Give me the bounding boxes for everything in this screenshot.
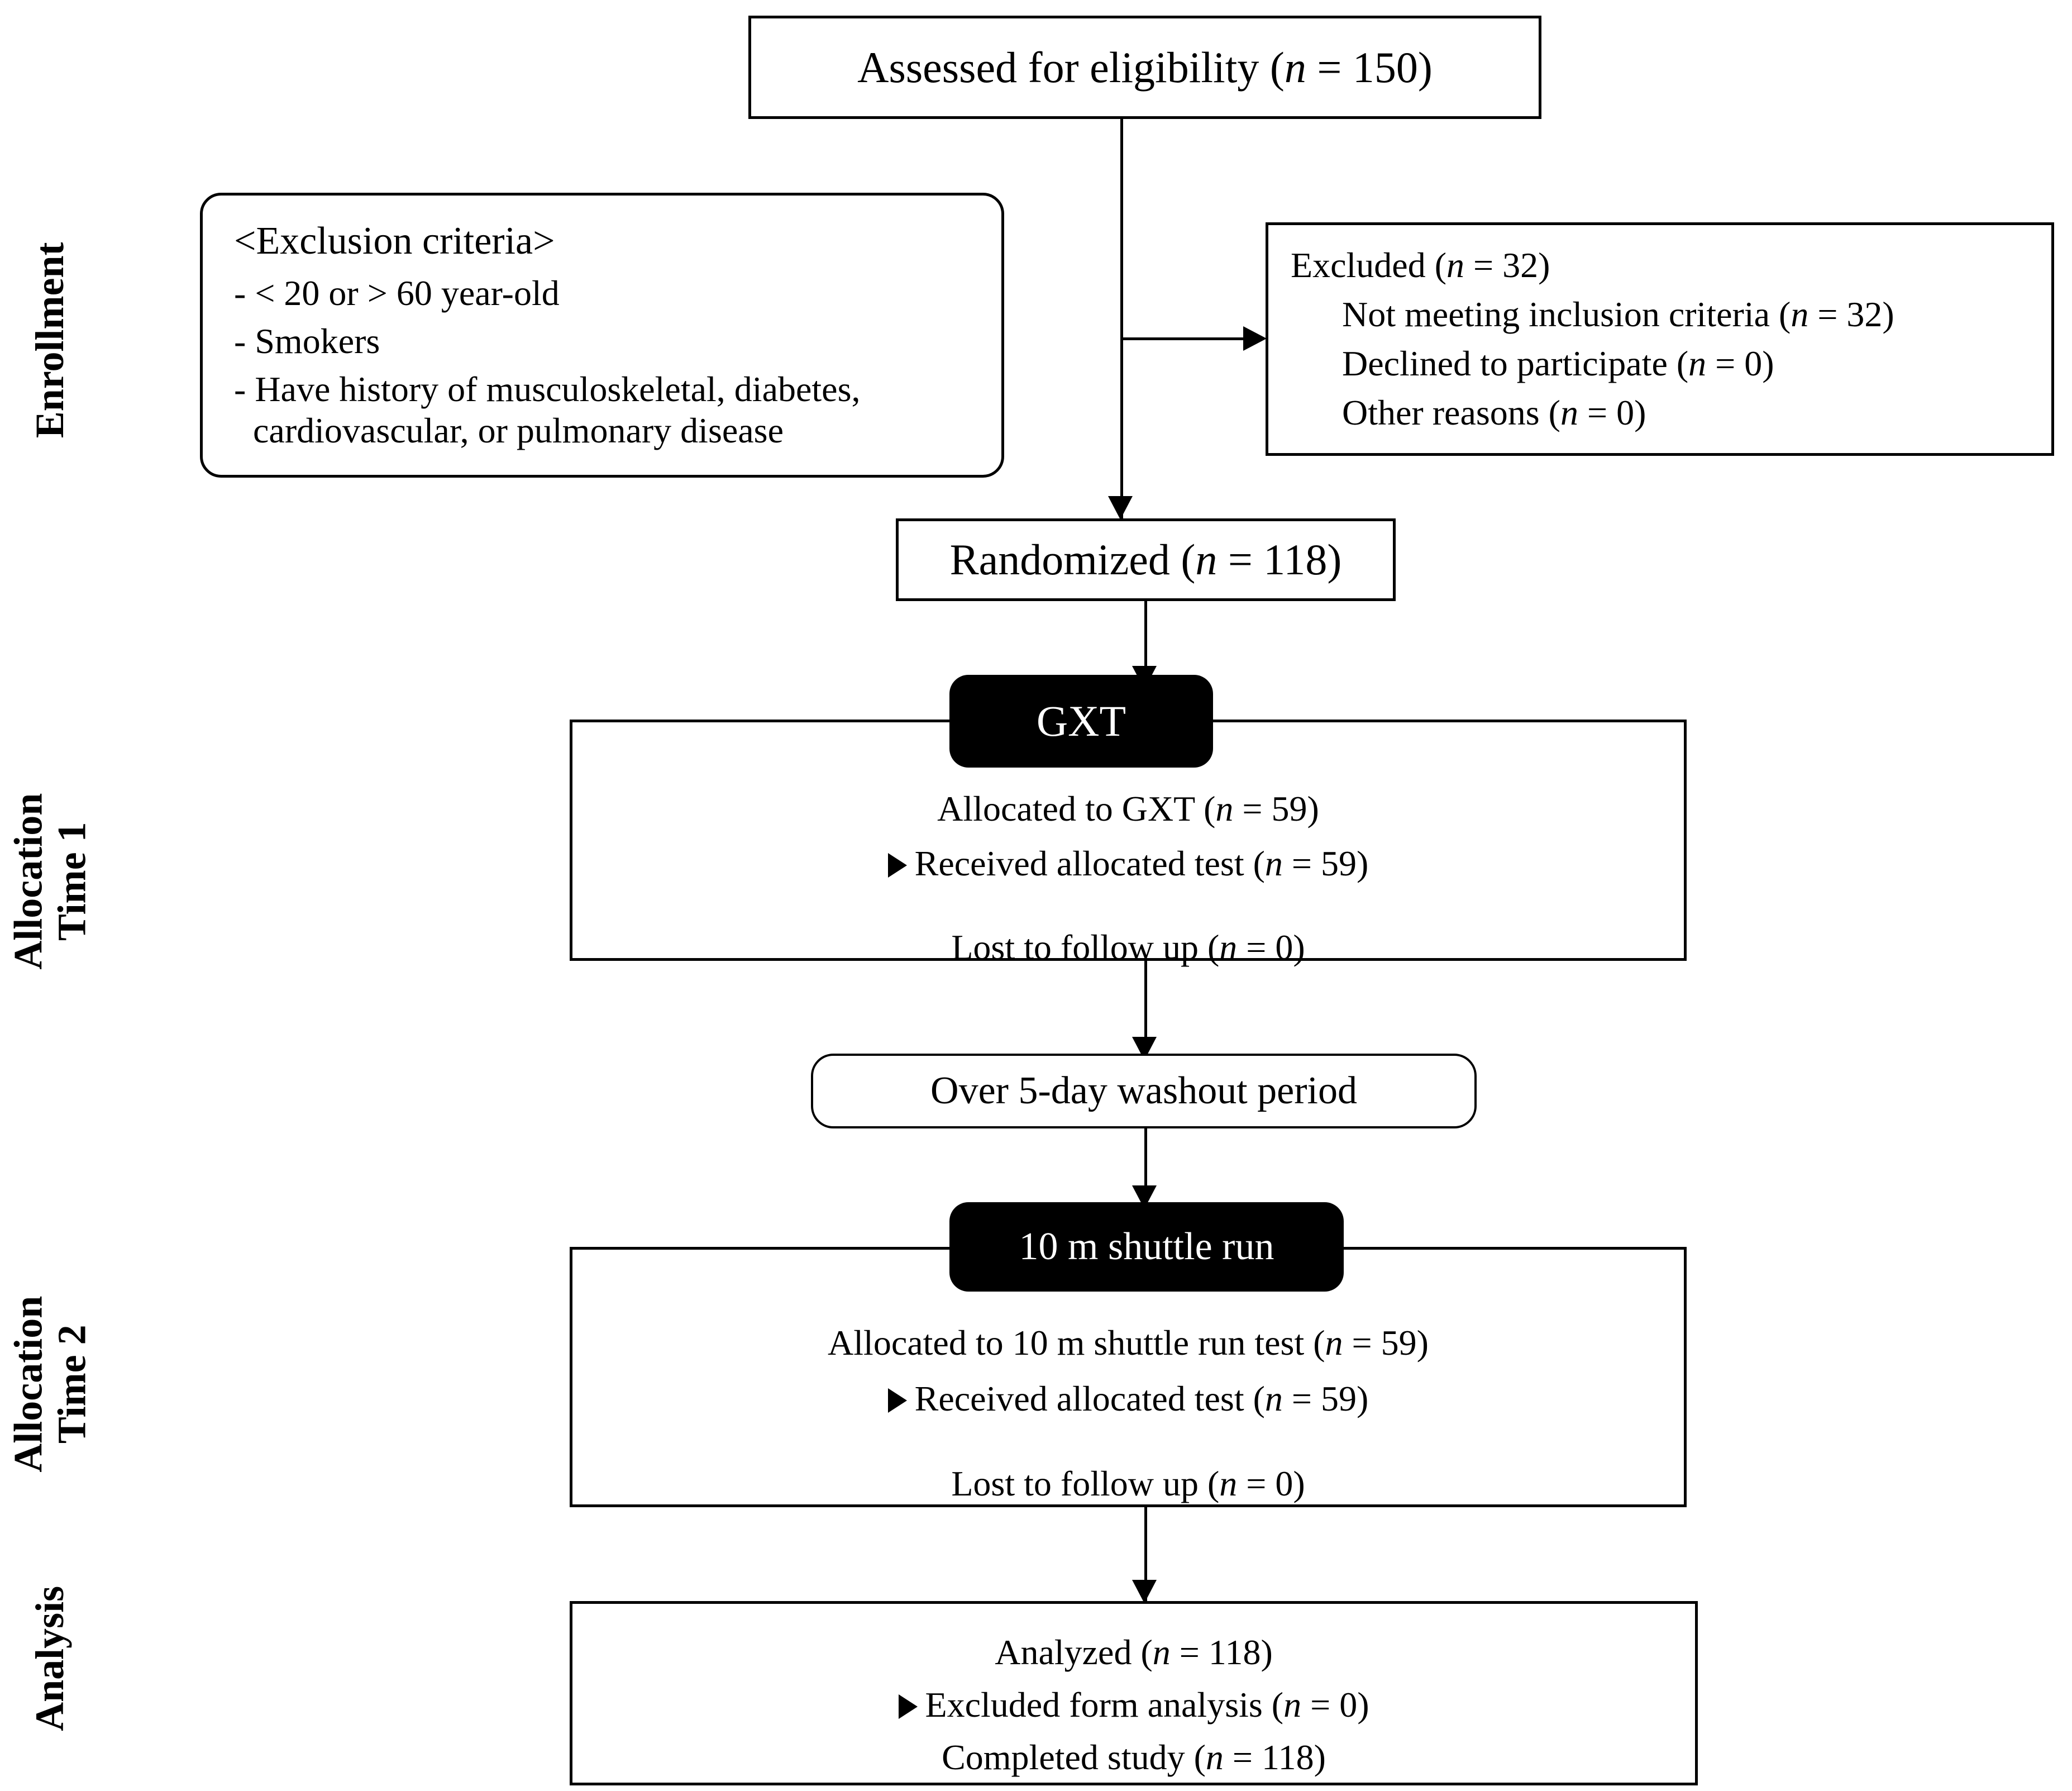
stage-label-analysis-line: Analysis [27, 1585, 73, 1731]
stage-label-allocation-line-1: Allocation [6, 793, 51, 970]
time1-lost-to-followup-text: Lost to follow up (n = 0) [951, 927, 1305, 967]
badge-shuttle-run: 10 m shuttle run [949, 1202, 1344, 1292]
stage-label-allocation2-line-1: Allocation [6, 1295, 51, 1473]
time2-received-row: Received allocated test (n = 59) [572, 1378, 1684, 1420]
analysis-analyzed-text: Analyzed (n = 118) [995, 1632, 1273, 1672]
exclusion-criteria-item-age: - < 20 or > 60 year-old [234, 273, 560, 313]
time2-received-text: Received allocated test (n = 59) [914, 1379, 1369, 1418]
exclusion-criteria-item-history-line2: cardiovascular, or pulmonary disease [253, 411, 784, 450]
randomized-box: Randomized (n = 118) [896, 518, 1396, 601]
stage-label-allocation2-line-2: Time 2 [49, 1325, 94, 1444]
exclusion-criteria-item-history-line1: - Have history of musculoskeletal, diabe… [234, 369, 861, 409]
badge-gxt: GXT [949, 675, 1213, 768]
time2-allocated-text: Allocated to 10 m shuttle run test (n = … [828, 1323, 1429, 1363]
stage-label-allocation-time-2: Allocation Time 2 [6, 1273, 94, 1496]
triangle-bullet-icon [898, 1694, 918, 1719]
excluded-reason-not-meeting-criteria: Not meeting inclusion criteria (n = 32) [1342, 294, 1894, 334]
stage-label-allocation-time-1: Allocation Time 1 [6, 770, 94, 993]
analysis-panel: Analyzed (n = 118) Excluded form analysi… [570, 1601, 1698, 1785]
connector-washout-to-shuttle [1144, 1128, 1147, 1211]
exclusion-criteria-title: <Exclusion criteria> [234, 220, 555, 263]
stage-label-analysis: Analysis [27, 1558, 73, 1759]
excluded-reason-declined: Declined to participate (n = 0) [1342, 344, 1774, 383]
connector-randomized-to-gxt [1144, 601, 1147, 690]
excluded-box: Excluded (n = 32) Not meeting inclusion … [1266, 222, 2054, 456]
triangle-bullet-icon [887, 853, 907, 878]
connector-assessed-to-randomized [1120, 119, 1123, 518]
badge-gxt-label: GXT [1036, 697, 1126, 745]
exclusion-criteria-box: <Exclusion criteria> - < 20 or > 60 year… [200, 193, 1004, 478]
assessed-for-eligibility-text: Assessed for eligibility (n = 150) [857, 42, 1433, 92]
connector-shuttle-to-analysis [1144, 1507, 1147, 1605]
analysis-excluded-row: Excluded form analysis (n = 0) [572, 1684, 1695, 1726]
stage-label-enrollment: Enrollment [27, 240, 73, 441]
arrowhead-to-analysis [1132, 1580, 1157, 1603]
excluded-heading: Excluded (n = 32) [1291, 245, 1550, 285]
stage-label-enrollment-line: Enrollment [27, 242, 73, 439]
excluded-reason-other: Other reasons (n = 0) [1342, 393, 1646, 432]
analysis-completed-text: Completed study (n = 118) [942, 1737, 1326, 1777]
badge-shuttle-run-label: 10 m shuttle run [1019, 1225, 1274, 1268]
washout-period-text: Over 5-day washout period [930, 1069, 1357, 1112]
time1-allocated-text: Allocated to GXT (n = 59) [937, 789, 1319, 828]
assessed-for-eligibility-box: Assessed for eligibility (n = 150) [748, 16, 1541, 119]
washout-period-box: Over 5-day washout period [811, 1054, 1477, 1128]
time1-received-text: Received allocated test (n = 59) [914, 844, 1369, 883]
exclusion-criteria-item-smokers: - Smokers [234, 321, 380, 361]
arrowhead-to-randomized [1108, 496, 1133, 520]
arrowhead-to-excluded [1243, 326, 1267, 351]
stage-label-allocation-line-2: Time 1 [49, 822, 94, 941]
analysis-excluded-text: Excluded form analysis (n = 0) [925, 1685, 1369, 1725]
time2-lost-to-followup-text: Lost to follow up (n = 0) [951, 1464, 1305, 1503]
randomized-text: Randomized (n = 118) [949, 535, 1342, 584]
time1-received-row: Received allocated test (n = 59) [572, 843, 1684, 884]
connector-to-excluded [1120, 337, 1244, 340]
triangle-bullet-icon [887, 1388, 907, 1413]
connector-gxt-to-washout [1144, 961, 1147, 1061]
